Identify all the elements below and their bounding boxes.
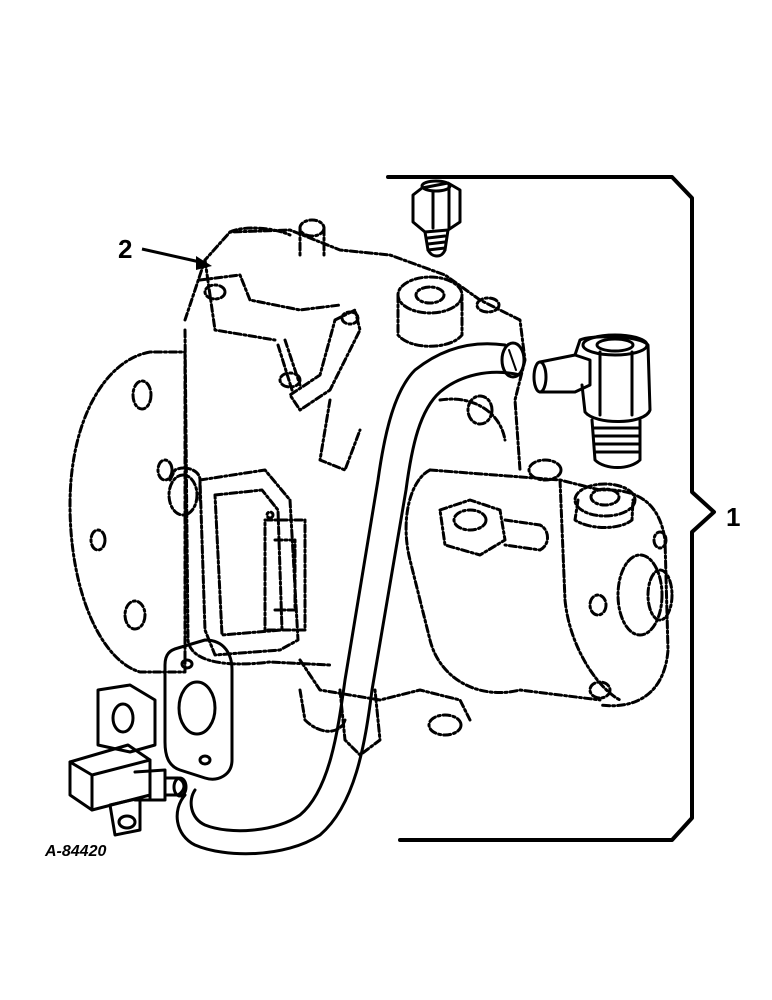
gasket [163, 638, 234, 781]
elbow-connector [532, 333, 652, 469]
figure-id: A-84420 [44, 843, 106, 860]
callout-2-label: 2 [118, 234, 132, 264]
hydraulic-head [298, 468, 674, 757]
assembly-bracket [386, 175, 716, 842]
callout-1-label: 1 [726, 502, 740, 532]
callout-1: 1 [726, 502, 740, 532]
mounting-flange [68, 350, 187, 674]
injection-pump-body [68, 218, 674, 757]
callout-2: 2 [118, 234, 212, 270]
fuel-return-tube [175, 341, 526, 856]
inspection-cover [198, 468, 307, 657]
mounting-bracket [68, 683, 188, 837]
top-bleed-screw [411, 179, 462, 258]
